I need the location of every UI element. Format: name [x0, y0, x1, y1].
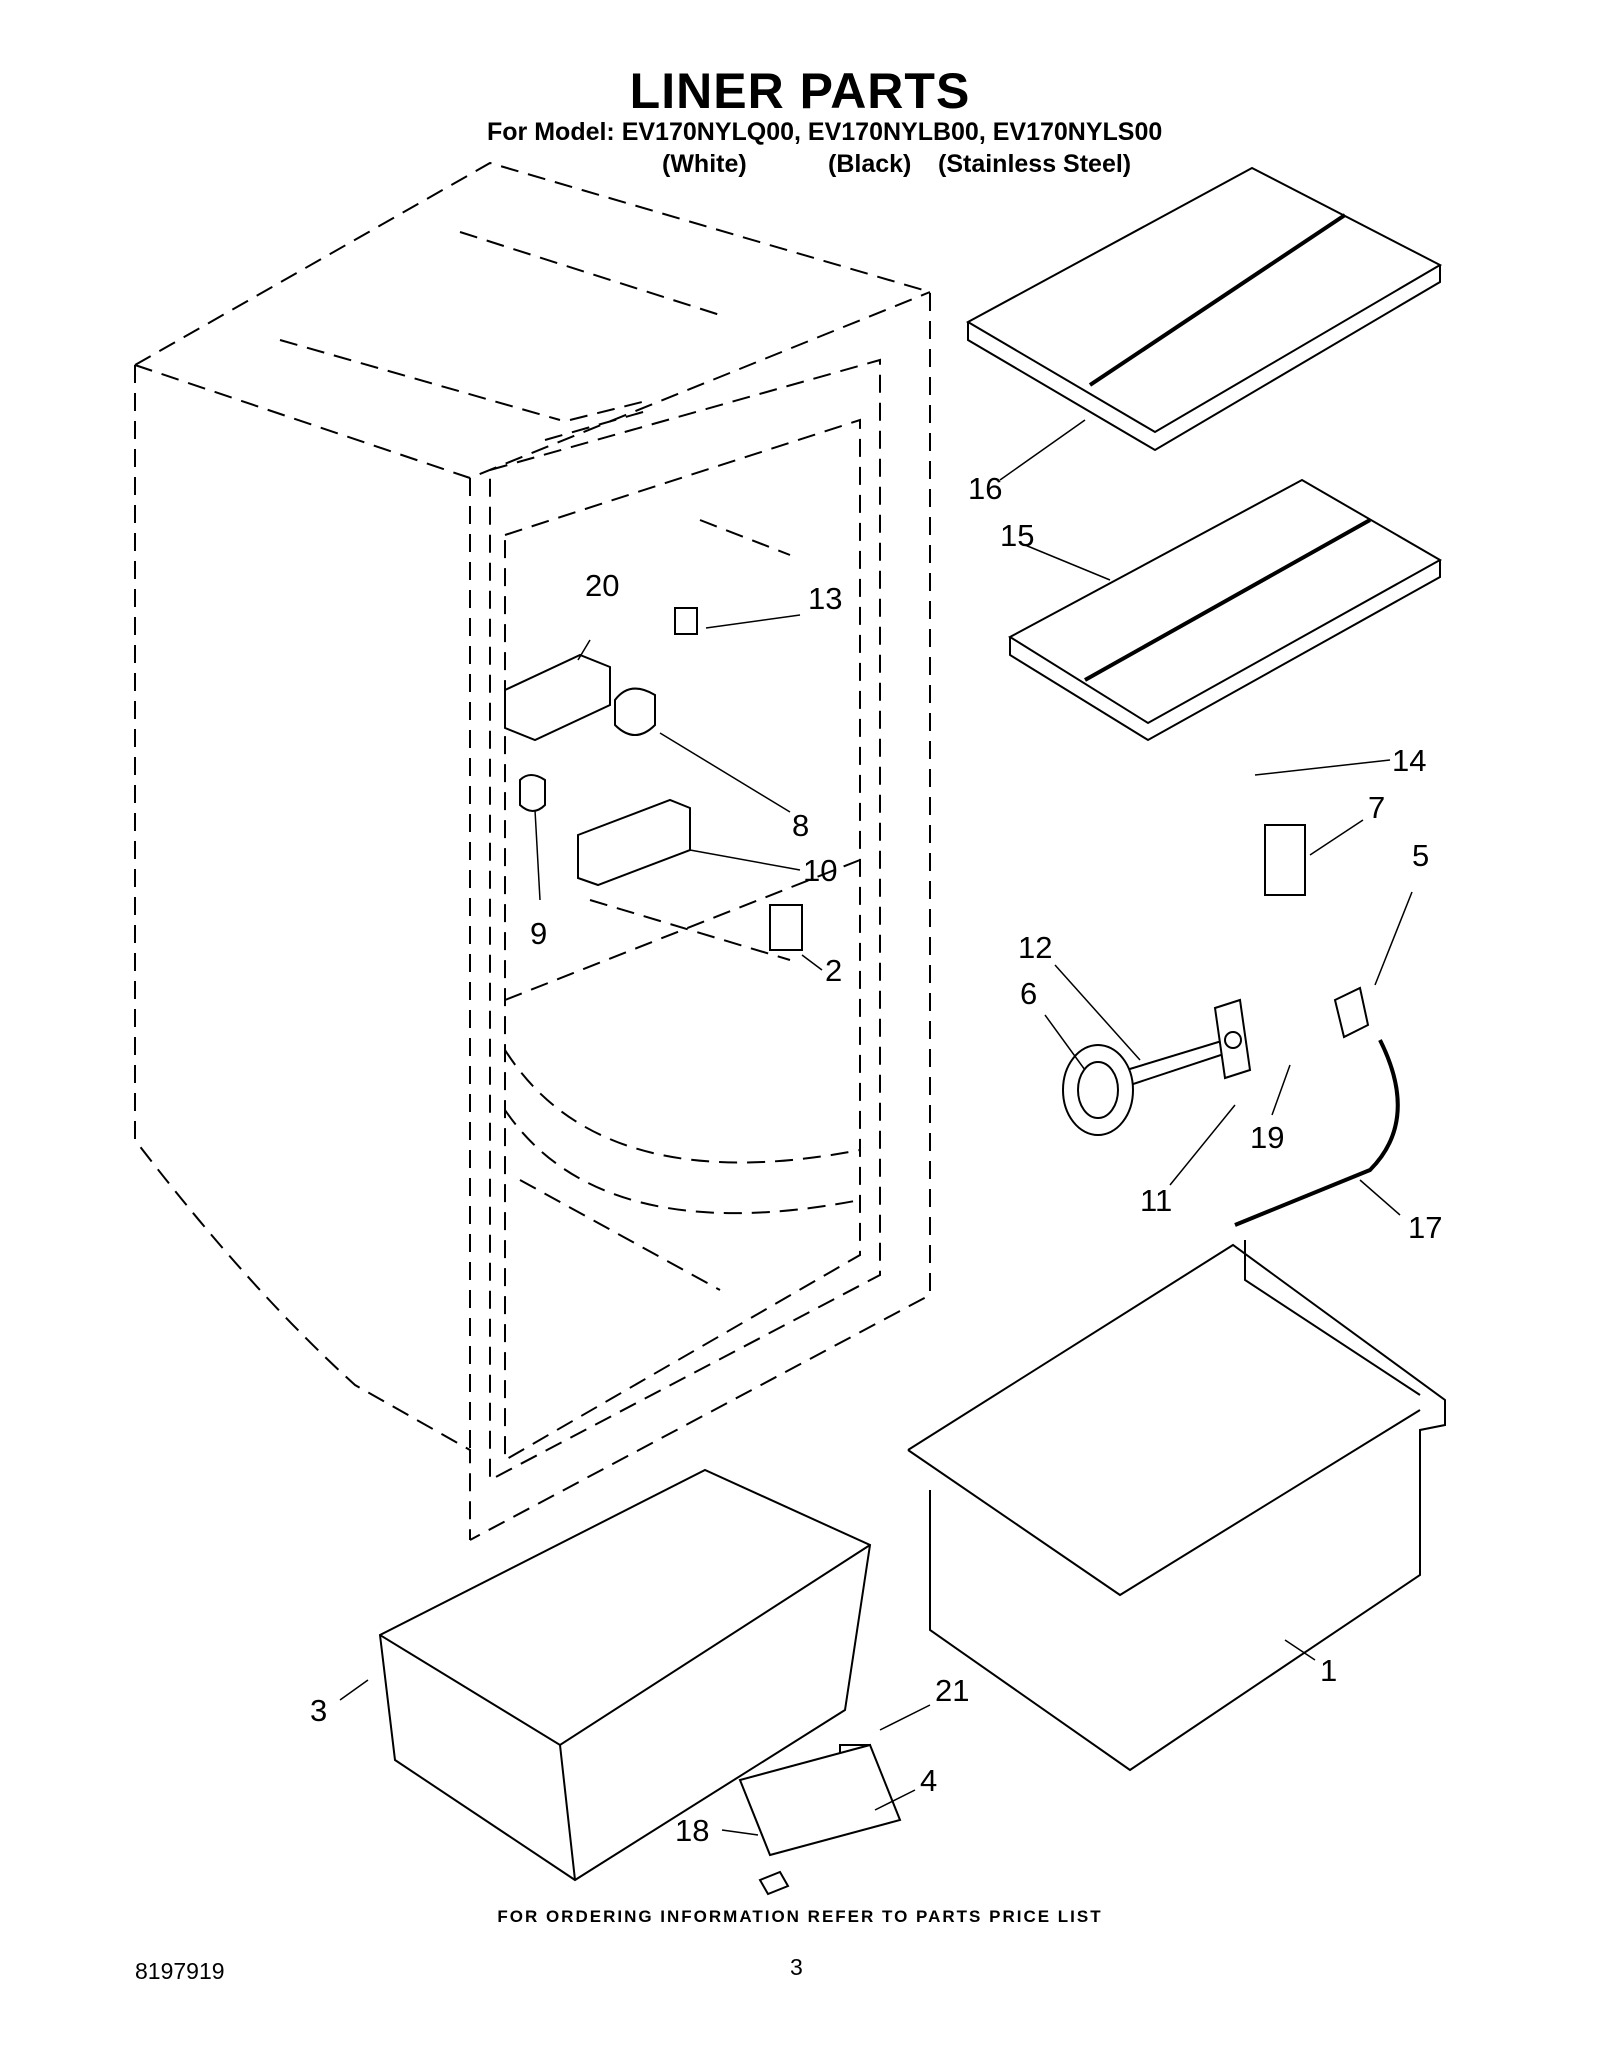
- basket-1: [907, 1240, 1446, 1772]
- callout-15: 15: [1000, 518, 1035, 553]
- callout-13: 13: [808, 581, 843, 616]
- variant-stainless: (Stainless Steel): [938, 150, 1132, 178]
- callout-6: 6: [1020, 976, 1038, 1011]
- callout-9: 9: [530, 916, 548, 951]
- page-title: LINER PARTS: [629, 63, 971, 119]
- callout-4: 4: [920, 1763, 938, 1798]
- callout-8: 8: [792, 808, 810, 843]
- model-numbers: For Model: EV170NYLQ00, EV170NYLB00, EV1…: [487, 118, 1163, 146]
- callout-10: 10: [803, 853, 838, 888]
- callout-3: 3: [310, 1693, 328, 1728]
- callout-20: 20: [585, 568, 620, 603]
- callout-18: 18: [675, 1813, 710, 1848]
- callout-2: 2: [825, 953, 843, 988]
- callout-1: 1: [1320, 1653, 1338, 1688]
- variant-white: (White): [662, 150, 747, 178]
- ordering-note: FOR ORDERING INFORMATION REFER TO PARTS …: [497, 1907, 1103, 1926]
- callout-14: 14: [1392, 743, 1427, 778]
- callout-7: 7: [1368, 790, 1386, 825]
- variant-black: (Black): [828, 150, 912, 178]
- callout-21: 21: [935, 1673, 970, 1708]
- document-number: 8197919: [135, 1958, 225, 1984]
- callout-17: 17: [1408, 1210, 1443, 1245]
- cabinet-liner: [134, 161, 931, 1541]
- leader-lines: [339, 419, 1413, 1836]
- basket-3: [378, 1468, 872, 1882]
- callout-12: 12: [1018, 930, 1053, 965]
- shelf-15: [1008, 478, 1443, 742]
- callout-16: 16: [968, 471, 1003, 506]
- callout-5: 5: [1412, 838, 1430, 873]
- callout-19: 19: [1250, 1120, 1285, 1155]
- page-number: 3: [790, 1954, 803, 1980]
- shelf-16: [965, 166, 1443, 452]
- callout-11: 11: [1140, 1183, 1173, 1218]
